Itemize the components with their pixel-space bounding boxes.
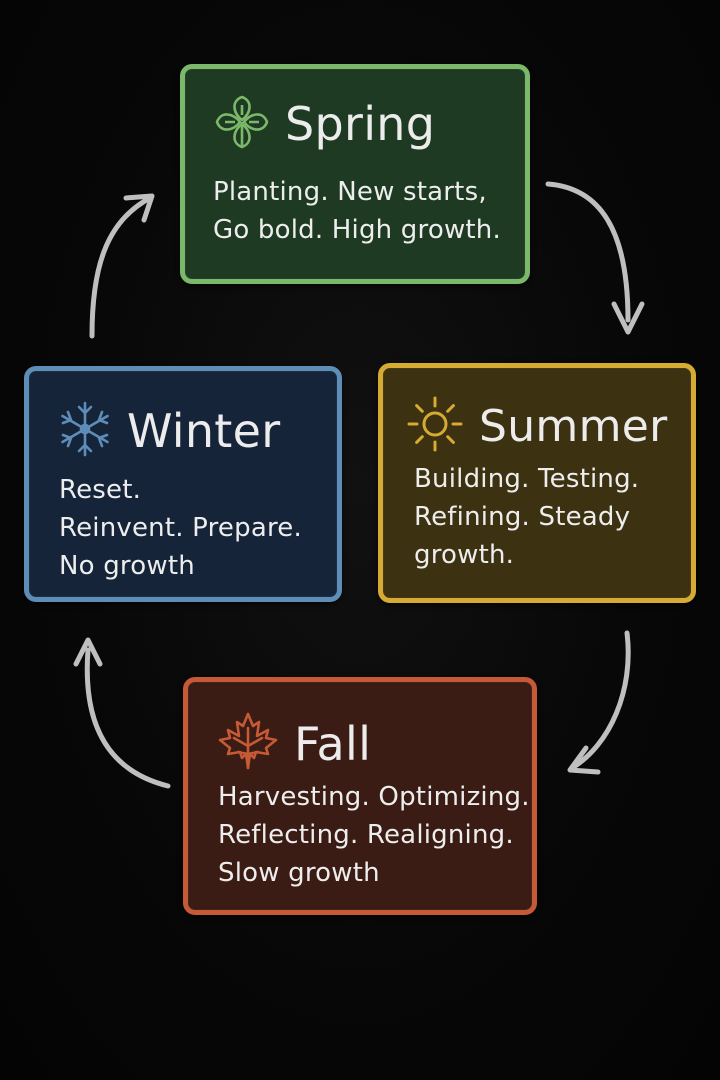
winter-title: Winter xyxy=(127,404,281,458)
fall-description: Harvesting. Optimizing. Reflecting. Real… xyxy=(218,778,530,892)
winter-card: Winter Reset. Reinvent. Prepare. No grow… xyxy=(24,366,342,602)
spring-line: Go bold. High growth. xyxy=(213,215,501,245)
winter-line: Reinvent. Prepare. xyxy=(59,513,302,543)
summer-header: Summer xyxy=(405,394,668,458)
fall-header: Fall xyxy=(216,710,371,778)
spring-card: Spring Planting. New starts, Go bold. Hi… xyxy=(180,64,530,284)
arrow-winter-to-spring xyxy=(89,195,153,339)
clover-icon xyxy=(211,91,273,157)
sun-icon xyxy=(405,394,465,458)
summer-description: Building. Testing. Refining. Steady grow… xyxy=(414,460,639,574)
winter-line: Reset. xyxy=(59,475,142,505)
arrow-spring-to-summer xyxy=(545,181,631,323)
fall-line: Harvesting. Optimizing. xyxy=(218,782,530,812)
maple-leaf-icon xyxy=(216,710,280,778)
winter-header: Winter xyxy=(55,399,280,463)
spring-header: Spring xyxy=(211,91,435,157)
winter-line: No growth xyxy=(59,551,195,581)
fall-card: Fall Harvesting. Optimizing. Reflecting.… xyxy=(183,677,537,915)
summer-card: Summer Building. Testing. Refining. Stea… xyxy=(378,363,696,603)
snowflake-icon xyxy=(55,399,115,463)
spring-description: Planting. New starts, Go bold. High grow… xyxy=(213,173,501,249)
fall-line: Reflecting. Realigning. xyxy=(218,820,514,850)
summer-title: Summer xyxy=(479,400,668,452)
summer-line: Refining. Steady xyxy=(414,502,631,532)
arrow-fall-to-winter xyxy=(84,647,171,789)
fall-line: Slow growth xyxy=(218,858,380,888)
summer-line: growth. xyxy=(414,540,515,570)
winter-description: Reset. Reinvent. Prepare. No growth xyxy=(59,471,302,585)
fall-title: Fall xyxy=(294,717,372,771)
spring-line: Planting. New starts, xyxy=(213,177,487,207)
arrow-summer-to-fall xyxy=(569,630,631,771)
summer-line: Building. Testing. xyxy=(414,464,640,494)
spring-title: Spring xyxy=(285,97,436,151)
